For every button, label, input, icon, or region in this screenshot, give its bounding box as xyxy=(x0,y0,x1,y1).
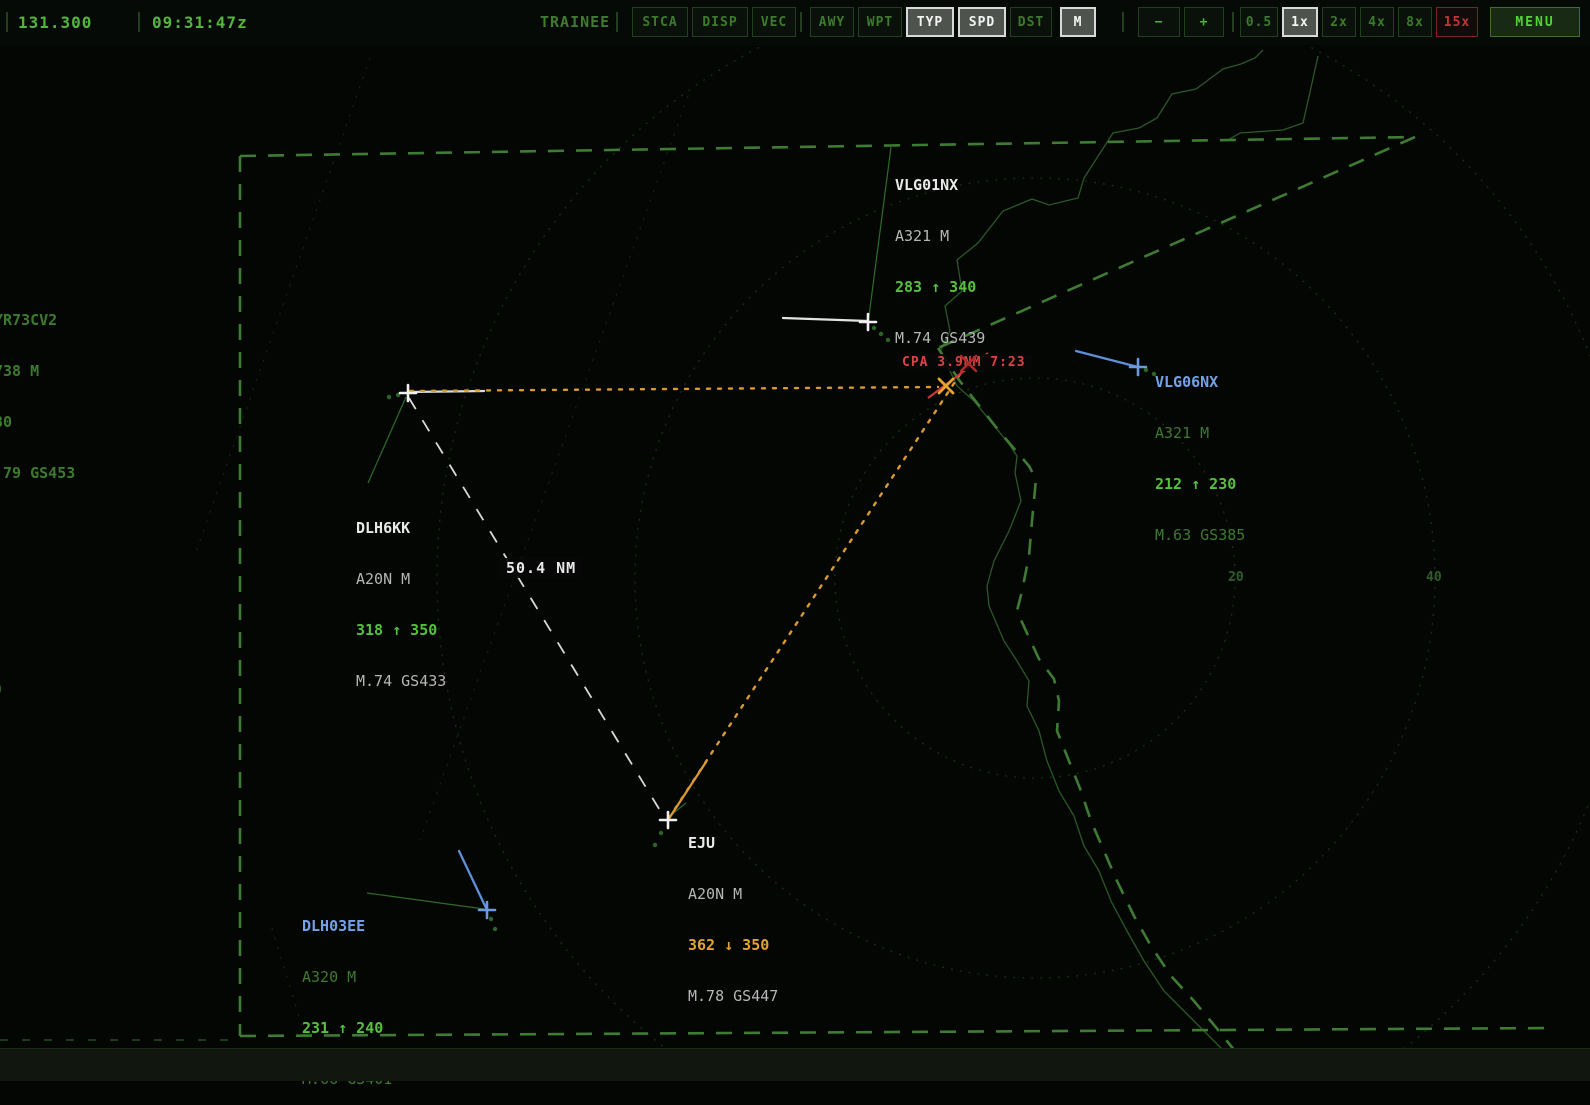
aircraft-label-dlh6kk[interactable]: DLH6KK A20N M 318 ↑ 350 M.74 GS433 xyxy=(356,486,446,707)
aircraft-label-yr73cv2[interactable]: YR73CV2 738 M 80 .79 GS453 xyxy=(0,278,75,499)
vec-toggle-button[interactable]: VEC xyxy=(752,7,796,37)
speed-line: M.74 GS433 xyxy=(356,672,447,690)
aircraft-symbol-vlg06nx[interactable] xyxy=(1128,357,1148,377)
sector-boundary xyxy=(238,135,1556,1080)
separator xyxy=(616,12,618,32)
range-ring-label-40: 40 xyxy=(1426,570,1442,585)
leader-lines xyxy=(366,146,892,910)
cpa-mark-red xyxy=(959,354,978,373)
altitude-line: 231 ↑ 240 xyxy=(302,1019,384,1037)
coastline xyxy=(939,49,1319,1080)
separator xyxy=(6,12,8,32)
radar-map xyxy=(0,0,1590,1080)
awy-toggle-button[interactable]: AWY xyxy=(810,7,854,37)
aircraft-type: A321 M xyxy=(1155,424,1210,442)
aircraft-type: A20N M xyxy=(688,885,743,903)
separator xyxy=(1122,12,1124,32)
sim-speed-2x-button[interactable]: 2x xyxy=(1322,7,1356,37)
altitude-line: 80 xyxy=(0,413,13,431)
distance-measurement-label: 50.4 NM xyxy=(500,558,583,578)
callsign: VLG01NX xyxy=(895,176,959,194)
aircraft-symbol-dlh6kk[interactable] xyxy=(398,383,418,403)
separator xyxy=(800,12,802,32)
zoom-in-button[interactable]: + xyxy=(1184,7,1224,37)
speed-line: M.74 GS439 xyxy=(895,329,986,347)
altitude-line: 318 ↑ 350 xyxy=(356,621,438,639)
clock-readout: 09:31:47z xyxy=(152,13,248,32)
separator xyxy=(1232,12,1234,32)
callsign: DLH6KK xyxy=(356,519,411,537)
role-indicator: TRAINEE xyxy=(540,13,611,31)
aircraft-symbol-vlg01nx[interactable] xyxy=(858,312,878,332)
aircraft-type: 738 M xyxy=(0,362,40,380)
callsign: VLG06NX xyxy=(1155,373,1219,391)
dst-toggle-button[interactable]: DST xyxy=(1010,7,1052,37)
aircraft-label-vlg01nx[interactable]: VLG01NX A321 M 283 ↑ 340 M.74 GS439 xyxy=(895,143,985,364)
speed-line: M.78 GS447 xyxy=(688,987,779,1005)
aircraft-symbol-dlh03ee[interactable] xyxy=(477,900,497,920)
separator xyxy=(138,12,140,32)
wpt-toggle-button[interactable]: WPT xyxy=(858,7,902,37)
sector-boundary-bottom xyxy=(239,1026,1556,1038)
aircraft-type: A320 M xyxy=(302,968,357,986)
conflict-lines xyxy=(408,366,966,820)
aircraft-symbol-eju[interactable] xyxy=(658,810,678,830)
aircraft-label-eju[interactable]: EJU A20N M 362 ↓ 350 M.78 GS447 xyxy=(688,801,778,1022)
range-ring-label-20: 20 xyxy=(1228,570,1244,585)
sim-speed-0.5-button[interactable]: 0.5 xyxy=(1240,7,1278,37)
altitude-line: 362 ↓ 350 xyxy=(688,936,770,954)
callsign: DLH03EE xyxy=(302,917,366,935)
bottom-strip xyxy=(0,1048,1590,1081)
typ-toggle-button[interactable]: TYP xyxy=(906,7,954,37)
sector-boundary-top xyxy=(239,135,1416,158)
stca-toggle-button[interactable]: STCA xyxy=(632,7,688,37)
range-ring-label-0: 0 xyxy=(0,683,2,698)
airway-lines xyxy=(195,57,689,1038)
range-rings xyxy=(436,0,1590,1080)
zoom-out-button[interactable]: − xyxy=(1138,7,1180,37)
callsign: EJU xyxy=(688,834,716,852)
sim-speed-4x-button[interactable]: 4x xyxy=(1360,7,1394,37)
callsign: YR73CV2 xyxy=(0,311,58,329)
cpa-mark-orange xyxy=(937,377,955,395)
top-toolbar: 131.300 09:31:47z TRAINEE STCA DISP VEC … xyxy=(0,0,1590,45)
sector-boundary-coastal xyxy=(936,347,1259,1080)
sector-boundary-northeast xyxy=(937,135,1416,350)
aircraft-label-vlg06nx[interactable]: VLG06NX A321 M 212 ↑ 230 M.63 GS385 xyxy=(1155,340,1245,561)
stca-cpa-label: CPA 3.9NM 7:23 xyxy=(896,354,1032,371)
spd-toggle-button[interactable]: SPD xyxy=(958,7,1006,37)
menu-button[interactable]: MENU xyxy=(1490,7,1580,37)
altitude-line: 212 ↑ 230 xyxy=(1155,475,1237,493)
sim-speed-8x-button[interactable]: 8x xyxy=(1398,7,1432,37)
speed-line: .79 GS453 xyxy=(0,464,76,482)
measurement-line xyxy=(408,397,665,818)
disp-toggle-button[interactable]: DISP xyxy=(692,7,748,37)
aircraft-type: A321 M xyxy=(895,227,950,245)
m-toggle-button[interactable]: M xyxy=(1060,7,1096,37)
sim-speed-1x-button[interactable]: 1x xyxy=(1282,7,1318,37)
speed-line: M.63 GS385 xyxy=(1155,526,1246,544)
aircraft-symbols xyxy=(398,312,1148,920)
altitude-line: 283 ↑ 340 xyxy=(895,278,977,296)
sim-speed-15x-button[interactable]: 15x xyxy=(1436,7,1478,37)
frequency-readout: 131.300 xyxy=(18,13,93,32)
aircraft-type: A20N M xyxy=(356,570,411,588)
